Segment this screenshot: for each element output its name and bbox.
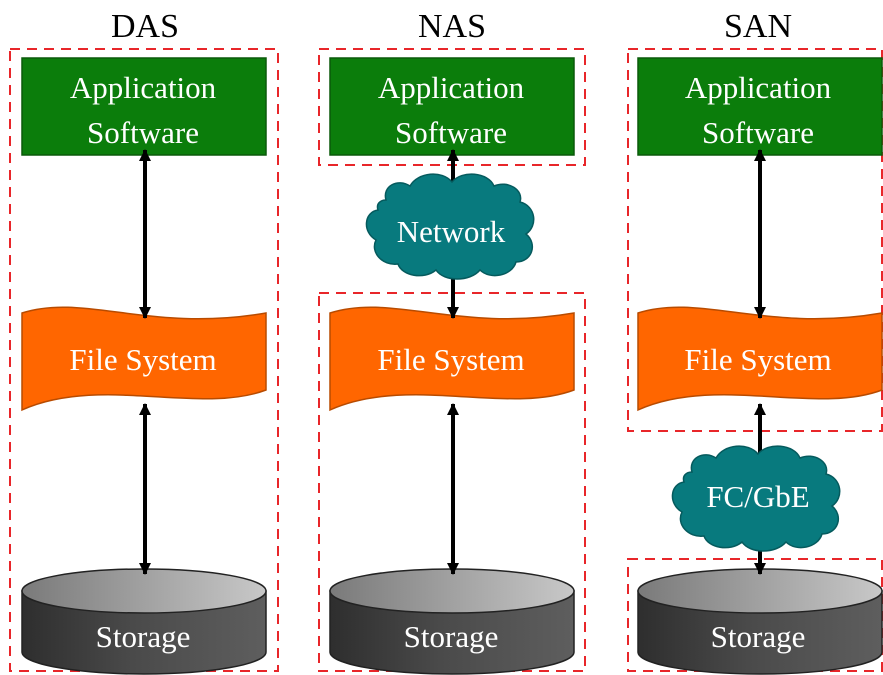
nas-network-cloud xyxy=(365,173,535,280)
san-network-label: FC/GbE xyxy=(706,479,809,514)
nas-column: Application Software File System Storage… xyxy=(329,57,575,675)
nas-storage-cylinder xyxy=(329,568,575,675)
das-storage-cylinder xyxy=(21,568,267,675)
column-title-san: SAN xyxy=(724,8,792,45)
das-application-box xyxy=(21,57,267,156)
column-title-das: DAS xyxy=(111,8,179,45)
nas-filesystem-label: File System xyxy=(377,342,524,377)
das-column: Application Software File System Storage xyxy=(21,57,267,675)
das-filesystem-label: File System xyxy=(69,342,216,377)
san-app-label-line2: Software xyxy=(702,115,814,150)
nas-filesystem-banner xyxy=(329,306,575,412)
nas-app-label-line2: Software xyxy=(395,115,507,150)
das-filesystem-banner xyxy=(21,306,267,412)
san-column: Application Software File System Storage… xyxy=(637,57,883,675)
san-app-label-line1: Application xyxy=(685,70,832,105)
das-app-label-line2: Software xyxy=(87,115,199,150)
column-title-nas: NAS xyxy=(418,8,486,45)
san-storage-cylinder xyxy=(637,568,883,675)
san-filesystem-label: File System xyxy=(684,342,831,377)
san-network-cloud xyxy=(671,445,841,552)
san-application-box xyxy=(637,57,883,156)
san-storage-label: Storage xyxy=(711,619,806,654)
san-host-boundary xyxy=(627,48,883,432)
nas-network-label: Network xyxy=(397,214,506,249)
nas-storage-label: Storage xyxy=(404,619,499,654)
das-storage-label: Storage xyxy=(96,619,191,654)
das-app-label-line1: Application xyxy=(70,70,217,105)
nas-app-label-line1: Application xyxy=(378,70,525,105)
san-filesystem-banner xyxy=(637,306,883,412)
